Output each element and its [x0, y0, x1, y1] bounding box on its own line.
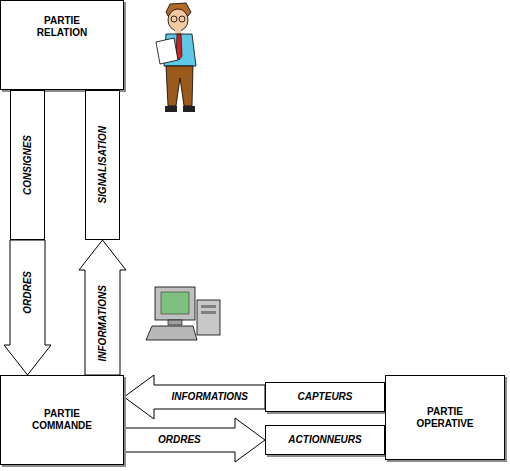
flow-arrow	[124, 375, 265, 419]
flow-arrow	[79, 240, 126, 375]
person-glasses	[179, 16, 185, 22]
flow-label: INFORMATIONS	[97, 285, 109, 361]
computer-monitor	[155, 287, 195, 320]
computer-drive	[201, 311, 216, 314]
node-text: CONSIGNES	[22, 135, 34, 195]
computer-screen	[161, 292, 189, 314]
person-illustration	[156, 3, 196, 112]
node-text: PARTIE COMMANDE	[25, 408, 99, 432]
node-text: CAPTEURS	[297, 391, 352, 403]
computer-tower	[197, 300, 220, 335]
person-shoe	[183, 106, 195, 112]
node-text: ACTIONNEURS	[288, 434, 361, 446]
computer-illustration	[146, 287, 220, 340]
person-shoe	[165, 106, 177, 112]
actuator-box: ACTIONNEURS	[265, 425, 385, 455]
computer-keyboard	[146, 326, 197, 340]
person-glasses	[171, 16, 177, 22]
connector-group	[4, 240, 265, 462]
part-box: PARTIE RELATION	[0, 0, 124, 90]
signal-band: SIGNALISATION	[85, 90, 120, 240]
flow-label: ORDRES	[158, 434, 201, 446]
part-box: PARTIE OPERATIVE	[385, 375, 505, 460]
computer-drive	[201, 305, 216, 308]
part-box: PARTIE COMMANDE	[0, 375, 124, 465]
person-neck	[175, 30, 181, 34]
person-paper	[156, 38, 178, 64]
person-head	[168, 9, 188, 31]
node-text: PARTIE OPERATIVE	[408, 406, 482, 430]
flow-arrow	[4, 240, 51, 375]
computer-stand	[168, 320, 182, 325]
signal-band: CONSIGNES	[10, 90, 45, 240]
sensor-box: CAPTEURS	[265, 382, 385, 412]
person-trousers	[166, 66, 193, 106]
flow-label: ORDRES	[22, 271, 34, 314]
node-text: PARTIE RELATION	[25, 15, 99, 39]
node-text: SIGNALISATION	[97, 126, 109, 204]
flow-arrow	[124, 418, 265, 462]
flow-label: INFORMATIONS	[172, 391, 248, 403]
